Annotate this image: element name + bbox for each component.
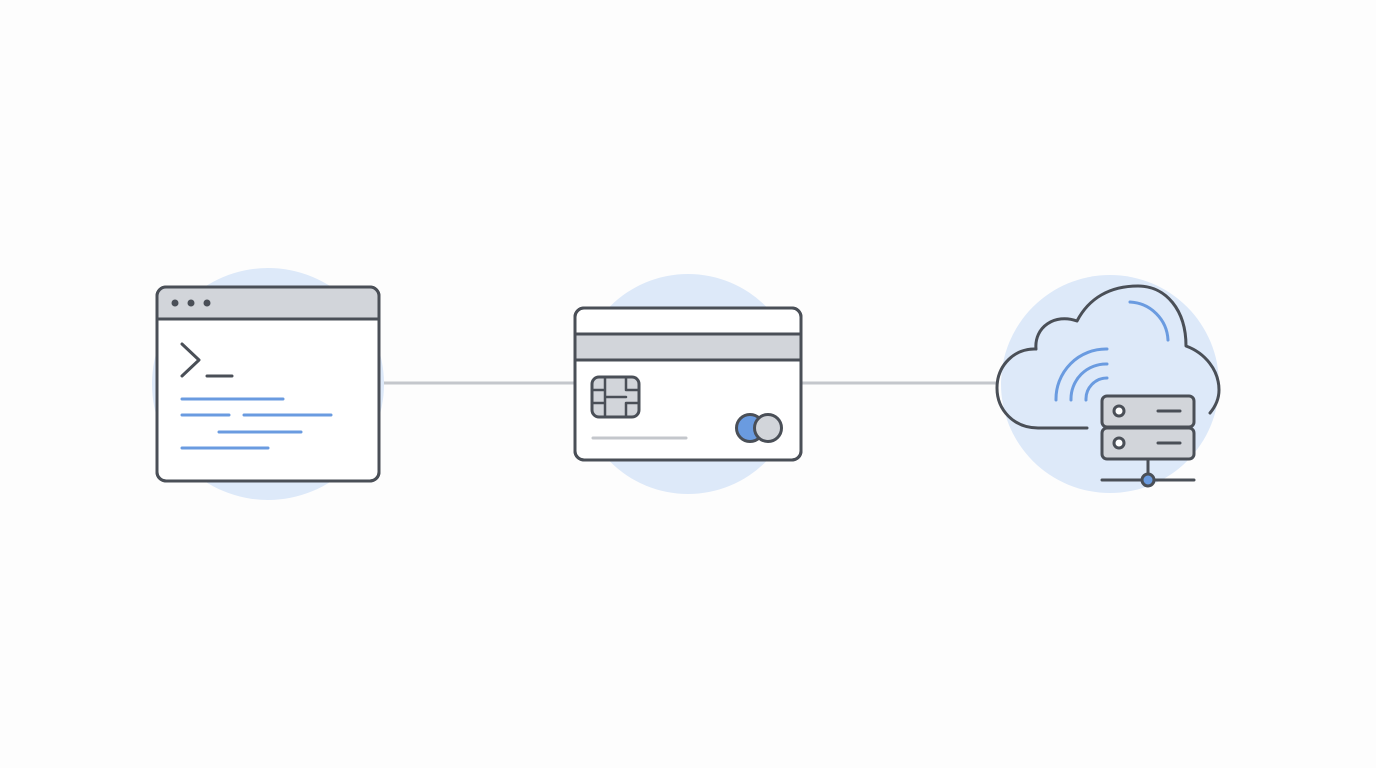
cloud-outline [995,284,1221,430]
card-chip-icon [590,375,641,419]
server-rack-icon [1100,394,1196,488]
card-logo-gray [753,413,783,443]
credit-card-icon [573,274,803,494]
terminal-window-icon [152,268,384,500]
cloud-server-icon [995,275,1221,493]
wifi-icon [1054,300,1170,402]
prompt-chevron-icon [180,342,201,378]
network-node [1140,472,1156,488]
